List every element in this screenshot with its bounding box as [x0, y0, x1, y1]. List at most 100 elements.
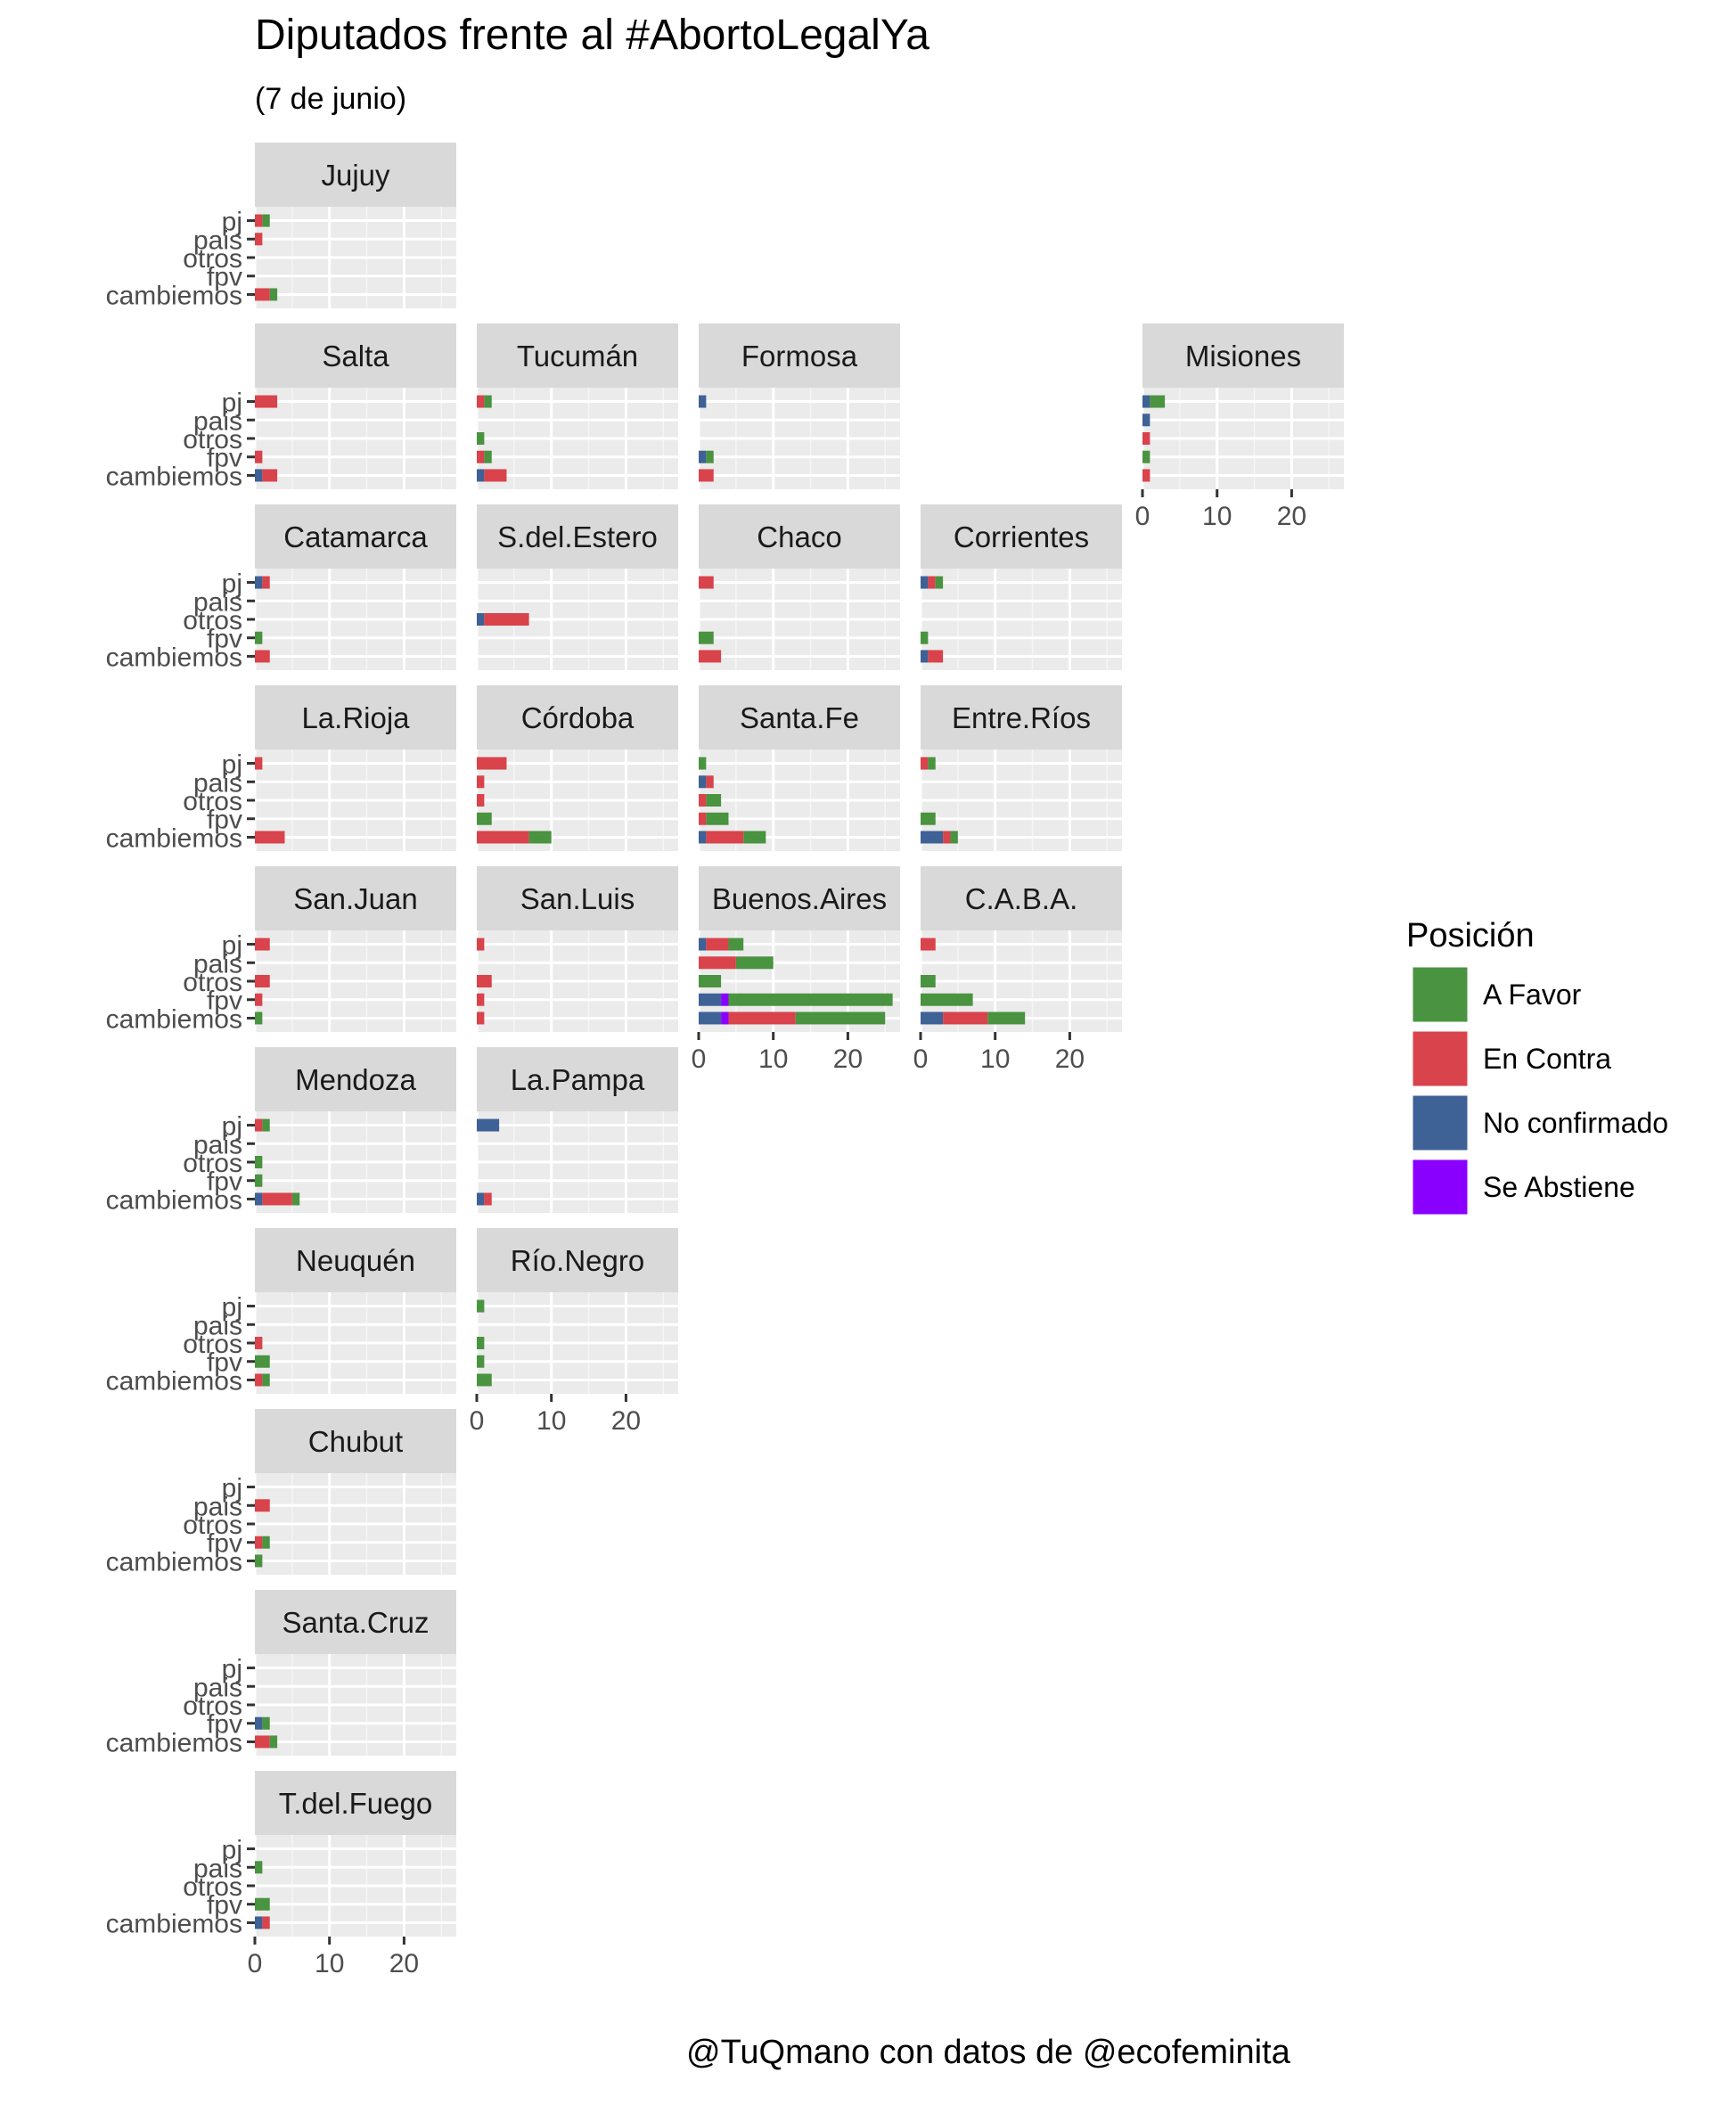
- y-tick-label: cambiemos: [106, 823, 242, 853]
- chart-caption: @TuQmano con datos de @ecofeminita: [686, 2034, 1290, 2071]
- bar-pj-en-contra: [699, 576, 714, 589]
- bar-pj-a-favor: [477, 1299, 485, 1313]
- bar-cambiemos-no-confirmado: [921, 1012, 944, 1025]
- x-tick-label: 10: [980, 1044, 1010, 1074]
- x-tick-label: 20: [1055, 1044, 1085, 1074]
- facet-label: Entre.Ríos: [952, 701, 1091, 734]
- bar-fpv-a-favor: [262, 1716, 270, 1730]
- facet-entre-rios: Entre.Ríos: [919, 685, 1122, 851]
- bar-fpv-a-favor: [1142, 450, 1151, 463]
- bar-pj-a-favor: [262, 214, 270, 227]
- y-tick-label: cambiemos: [106, 281, 242, 310]
- y-tick-label: fpv: [207, 444, 242, 473]
- bar-cambiemos-en-contra: [262, 1916, 270, 1929]
- bar-cambiemos-en-contra: [255, 1373, 263, 1387]
- bar-cambiemos-en-contra: [484, 1192, 492, 1206]
- bar-fpv-a-favor: [706, 812, 729, 825]
- y-tick-label: pj: [222, 1836, 242, 1865]
- bar-cambiemos-en-contra: [699, 469, 714, 482]
- facet-san-luis: San.Luis: [475, 866, 678, 1032]
- facet-santa-fe: Santa.Fe: [697, 685, 900, 851]
- facet-label: La.Rioja: [301, 701, 410, 734]
- facet-strip: [699, 324, 900, 388]
- bar-pais-en-contra: [706, 775, 714, 789]
- y-tick-label: pais: [193, 587, 242, 617]
- facet-label: Jujuy: [321, 159, 390, 192]
- facet-strip: [255, 1590, 456, 1654]
- bar-pj-a-favor: [262, 1118, 270, 1132]
- bar-fpv-a-favor: [706, 450, 714, 463]
- facet-corrientes: Corrientes: [919, 504, 1122, 670]
- bar-pj-a-favor: [484, 395, 492, 408]
- facet-la-pampa: La.Pampa: [475, 1047, 678, 1213]
- facet-strip: [255, 1228, 456, 1292]
- facet-strip: [477, 685, 678, 749]
- bar-pj-no-confirmado: [255, 576, 263, 589]
- legend-label-a-favor: A Favor: [1483, 979, 1582, 1011]
- bar-pj-no-confirmado: [921, 576, 929, 589]
- facet-strip: [477, 504, 678, 569]
- x-tick-label: 20: [611, 1406, 641, 1436]
- bar-otros-no-confirmado: [477, 613, 485, 626]
- bar-cambiemos-no-confirmado: [255, 1916, 263, 1929]
- bar-fpv-en-contra: [477, 993, 485, 1006]
- x-tick-label: 0: [248, 1949, 263, 1978]
- facet-label: Buenos.Aires: [712, 882, 887, 915]
- y-tick-label: fpv: [207, 263, 242, 292]
- y-tick-label: pais: [193, 225, 242, 255]
- legend-label-en-contra: En Contra: [1483, 1043, 1611, 1075]
- bar-pais-en-contra: [255, 1499, 270, 1512]
- bar-pj-a-favor: [728, 938, 744, 951]
- bar-pj-en-contra: [477, 395, 485, 408]
- facet-cordoba: Córdoba: [475, 685, 678, 851]
- bar-cambiemos-no-confirmado: [921, 831, 944, 844]
- y-tick-label: pais: [193, 406, 242, 436]
- bar-otros-a-favor: [255, 1156, 263, 1168]
- y-tick-label: otros: [183, 1511, 242, 1540]
- bar-pj-no-confirmado: [699, 395, 707, 408]
- x-tick-label: 10: [758, 1044, 788, 1074]
- y-tick-label: pais: [193, 949, 242, 979]
- facet-strip: [255, 143, 456, 207]
- y-tick-label: pais: [193, 1311, 242, 1340]
- y-tick-label: cambiemos: [106, 1004, 242, 1034]
- bar-pais-en-contra: [699, 956, 736, 970]
- bar-fpv-a-favor: [921, 812, 936, 825]
- bar-pj-en-contra: [255, 395, 278, 408]
- bar-fpv-a-favor: [484, 450, 492, 463]
- facet-label: Tucumán: [517, 340, 638, 373]
- bar-otros-en-contra: [1142, 432, 1151, 445]
- bar-cambiemos-a-favor: [987, 1012, 1026, 1025]
- bar-cambiemos-en-contra: [943, 1012, 988, 1025]
- y-tick-label: cambiemos: [106, 1185, 242, 1215]
- bar-pj-en-contra: [928, 576, 936, 589]
- bar-cambiemos-no-confirmado: [477, 1192, 485, 1206]
- legend-key-no-confirmado: [1410, 1093, 1470, 1153]
- bar-fpv-en-contra: [477, 450, 485, 463]
- x-tick-label: 0: [692, 1044, 707, 1074]
- bar-fpv-a-favor: [255, 1897, 270, 1911]
- bar-fpv-en-contra: [255, 450, 263, 463]
- bar-cambiemos-en-contra: [943, 831, 951, 844]
- bar-fpv-en-contra: [255, 993, 263, 1006]
- bar-cambiemos-a-favor: [950, 831, 958, 844]
- facet-label: Santa.Fe: [740, 701, 859, 734]
- bar-otros-a-favor: [477, 1337, 485, 1349]
- y-tick-label: pj: [222, 208, 242, 237]
- facet-strip: [921, 504, 1122, 569]
- y-tick-label: otros: [183, 1330, 242, 1359]
- bar-otros-a-favor: [706, 794, 722, 807]
- facet-label: Río.Negro: [511, 1244, 644, 1277]
- bar-cambiemos-en-contra: [255, 831, 285, 844]
- bar-pais-a-favor: [735, 956, 774, 970]
- facet-strip: [255, 504, 456, 569]
